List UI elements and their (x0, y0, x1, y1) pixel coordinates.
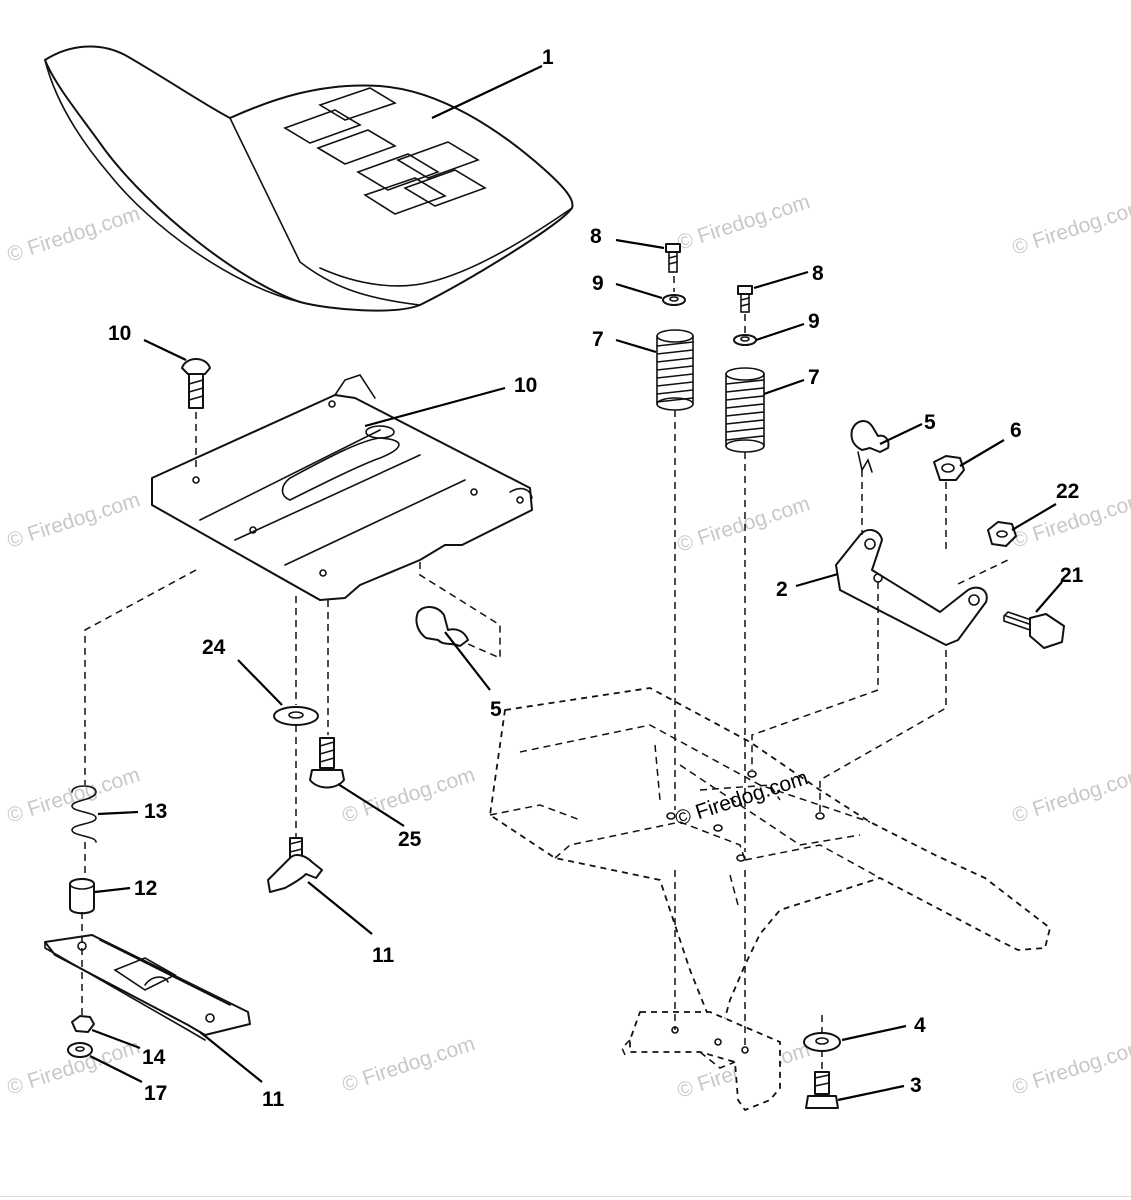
watermark: © Firedog.com (1009, 1035, 1131, 1100)
callout-6: 6 (1010, 419, 1022, 442)
callout-16: 13 (144, 800, 167, 823)
washer-17-part (67, 1042, 93, 1058)
bottom-rule (0, 1196, 1131, 1197)
callout-11: 11 (372, 944, 395, 967)
cap-screw-8-right-part (737, 285, 753, 313)
watermark: © Firedog.com (1009, 763, 1131, 828)
fender-holes (666, 770, 825, 862)
callout-10: 10 (514, 374, 537, 397)
hex-nut-6-part (933, 455, 965, 481)
callout-5-upper: 5 (924, 411, 936, 434)
watermark: © Firedog.com (4, 763, 142, 828)
watermark-layer: © Firedog.com © Firedog.com © Firedog.co… (4, 190, 1131, 1103)
left-assembly-lines (81, 412, 329, 1015)
callout-22: 22 (1056, 480, 1079, 503)
watermark: © Firedog.com (674, 190, 812, 255)
watermark: © Firedog.com (339, 1032, 477, 1097)
adjustment-knob-part (267, 837, 323, 893)
callout-21: 21 (1060, 564, 1084, 587)
washer-24-part (273, 706, 319, 726)
callout-8-right: 8 (812, 262, 824, 285)
adjustment-plate-part (44, 934, 251, 1041)
callout-8-left: 8 (590, 225, 602, 248)
callout-9-right: 9 (808, 310, 820, 333)
carriage-bolt-part (181, 358, 211, 409)
callout-15: 12 (134, 877, 157, 900)
callout-2: 2 (776, 578, 788, 601)
coil-spring-7-left-part (656, 329, 694, 411)
shoulder-bolt-part (309, 737, 345, 789)
callout-7-right: 7 (808, 366, 820, 389)
callout-7-left: 7 (592, 328, 604, 351)
bracket-2-part (835, 528, 988, 646)
lower-bracket (621, 1011, 781, 1111)
washer-4-part (803, 1032, 841, 1052)
callout-13: 14 (142, 1046, 166, 1069)
nut-22-part (987, 521, 1017, 547)
hex-bolt-3-part (805, 1071, 839, 1109)
callout-5-lower: 5 (490, 698, 502, 721)
watermark: © Firedog.com (339, 763, 477, 828)
callout-1: 1 (542, 46, 554, 69)
washer-9-left-part (662, 294, 686, 306)
callouts: 1 10 10 5 24 25 11 13 12 14 17 11 8 9 7 … (89, 46, 1084, 1111)
seat-part (44, 45, 574, 312)
coil-spring-7-right-part (725, 367, 765, 453)
spacer-part (69, 878, 95, 915)
callout-25: 25 (398, 828, 422, 851)
right-assembly-lines (673, 276, 1009, 1070)
watermark: © Firedog.com (674, 492, 812, 557)
watermark: © Firedog.com (1009, 195, 1131, 260)
cap-screw-8-left-part (665, 243, 681, 273)
seat-switch-part (415, 562, 501, 660)
callout-24: 24 (202, 636, 226, 659)
callout-12: 11 (262, 1088, 285, 1111)
callout-14: 10 (108, 322, 131, 345)
seat-pan-part (151, 374, 533, 601)
washer-9-right-part (733, 334, 757, 346)
bolt-21-part (1003, 611, 1065, 649)
watermark: © Firedog.com (4, 488, 142, 553)
callout-4: 4 (914, 1014, 926, 1037)
watermark: © Firedog.com (4, 202, 142, 267)
callout-17: 17 (144, 1082, 167, 1105)
callout-3: 3 (910, 1074, 922, 1097)
callout-9-left: 9 (592, 272, 604, 295)
nut-13-part (71, 1015, 95, 1033)
seat-switch-upper-part (850, 420, 890, 473)
compression-spring-16-part (71, 785, 97, 843)
fender-frame (489, 687, 1051, 1031)
